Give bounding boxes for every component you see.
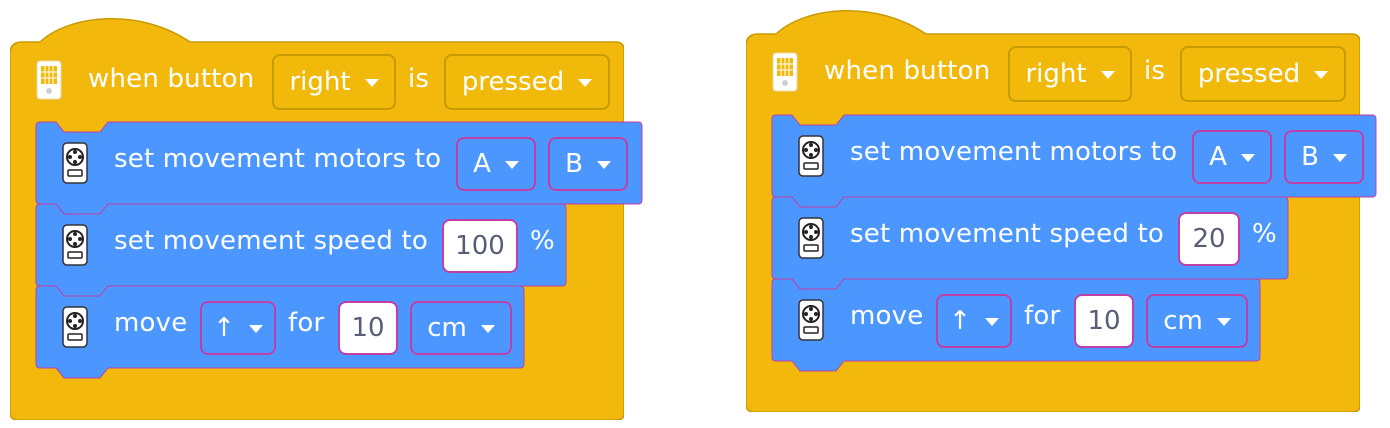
direction-dropdown[interactable]: ↑ <box>200 301 276 355</box>
direction-value: ↑ <box>213 313 235 343</box>
distance-input[interactable]: 10 <box>338 301 398 355</box>
caret-down-icon <box>596 161 611 169</box>
caret-down-icon <box>1314 71 1329 79</box>
caret-down-icon <box>248 325 263 333</box>
state-dropdown-value: pressed <box>461 67 565 97</box>
motor-pair-icon <box>62 224 88 266</box>
caret-down-icon <box>1100 71 1115 79</box>
state-dropdown[interactable]: pressed <box>1180 46 1346 102</box>
port-b-value: B <box>565 149 583 179</box>
set-speed-label: set movement speed to <box>850 219 1164 249</box>
set-speed-label: set movement speed to <box>114 226 428 256</box>
speed-value: 100 <box>455 231 505 261</box>
set-movement-speed-block[interactable]: set movement speed to 100 % <box>35 203 567 297</box>
state-dropdown-value: pressed <box>1197 59 1301 89</box>
speed-input[interactable]: 100 <box>442 219 518 273</box>
hub-icon <box>36 60 62 100</box>
caret-down-icon <box>578 79 593 87</box>
motor-pair-icon <box>62 306 88 348</box>
direction-value: ↑ <box>949 306 971 336</box>
block-shape <box>771 196 1289 290</box>
when-button-label: when button <box>88 64 255 94</box>
direction-dropdown[interactable]: ↑ <box>936 294 1012 348</box>
set-motors-label: set movement motors to <box>114 144 442 174</box>
speed-unit-label: % <box>530 226 555 256</box>
caret-down-icon <box>1240 154 1255 162</box>
set-movement-motors-block[interactable]: set movement motors to A B <box>771 114 1377 208</box>
caret-down-icon <box>504 161 519 169</box>
unit-dropdown[interactable]: cm <box>1146 294 1248 348</box>
is-label: is <box>1144 56 1166 86</box>
button-dropdown[interactable]: right <box>272 54 396 110</box>
block-shape <box>771 278 1261 372</box>
caret-down-icon <box>1216 318 1231 326</box>
unit-dropdown[interactable]: cm <box>410 301 512 355</box>
port-a-dropdown[interactable]: A <box>1192 130 1272 184</box>
button-dropdown-value: right <box>1025 59 1087 89</box>
port-a-dropdown[interactable]: A <box>456 137 536 191</box>
block-shape <box>35 285 525 379</box>
motor-pair-icon <box>798 299 824 341</box>
when-button-label: when button <box>824 56 991 86</box>
unit-value: cm <box>427 313 467 343</box>
speed-input[interactable]: 20 <box>1178 212 1240 266</box>
port-b-dropdown[interactable]: B <box>1284 130 1364 184</box>
move-block[interactable]: move ↑ for 10 cm <box>771 278 1261 372</box>
move-label: move <box>114 308 188 338</box>
block-shape <box>35 203 567 297</box>
port-b-dropdown[interactable]: B <box>548 137 628 191</box>
move-block[interactable]: move ↑ for 10 cm <box>35 285 525 379</box>
caret-down-icon <box>984 318 999 326</box>
port-a-value: A <box>473 149 491 179</box>
caret-down-icon <box>1332 154 1347 162</box>
distance-value: 10 <box>1087 306 1121 336</box>
state-dropdown[interactable]: pressed <box>444 54 610 110</box>
motor-pair-icon <box>62 142 88 184</box>
distance-input[interactable]: 10 <box>1074 294 1134 348</box>
motor-pair-icon <box>798 217 824 259</box>
is-label: is <box>408 64 430 94</box>
motor-pair-icon <box>798 135 824 177</box>
move-label: move <box>850 301 924 331</box>
button-dropdown-value: right <box>289 67 351 97</box>
speed-unit-label: % <box>1252 219 1277 249</box>
hub-icon <box>772 52 798 92</box>
set-movement-speed-block[interactable]: set movement speed to 20 % <box>771 196 1289 290</box>
caret-down-icon <box>480 325 495 333</box>
for-label: for <box>1024 301 1061 331</box>
unit-value: cm <box>1163 306 1203 336</box>
port-a-value: A <box>1209 142 1227 172</box>
caret-down-icon <box>364 79 379 87</box>
set-movement-motors-block[interactable]: set movement motors to A B <box>35 121 643 215</box>
for-label: for <box>288 308 325 338</box>
button-dropdown[interactable]: right <box>1008 46 1132 102</box>
speed-value: 20 <box>1192 224 1226 254</box>
set-motors-label: set movement motors to <box>850 137 1178 167</box>
port-b-value: B <box>1301 142 1319 172</box>
distance-value: 10 <box>351 313 385 343</box>
